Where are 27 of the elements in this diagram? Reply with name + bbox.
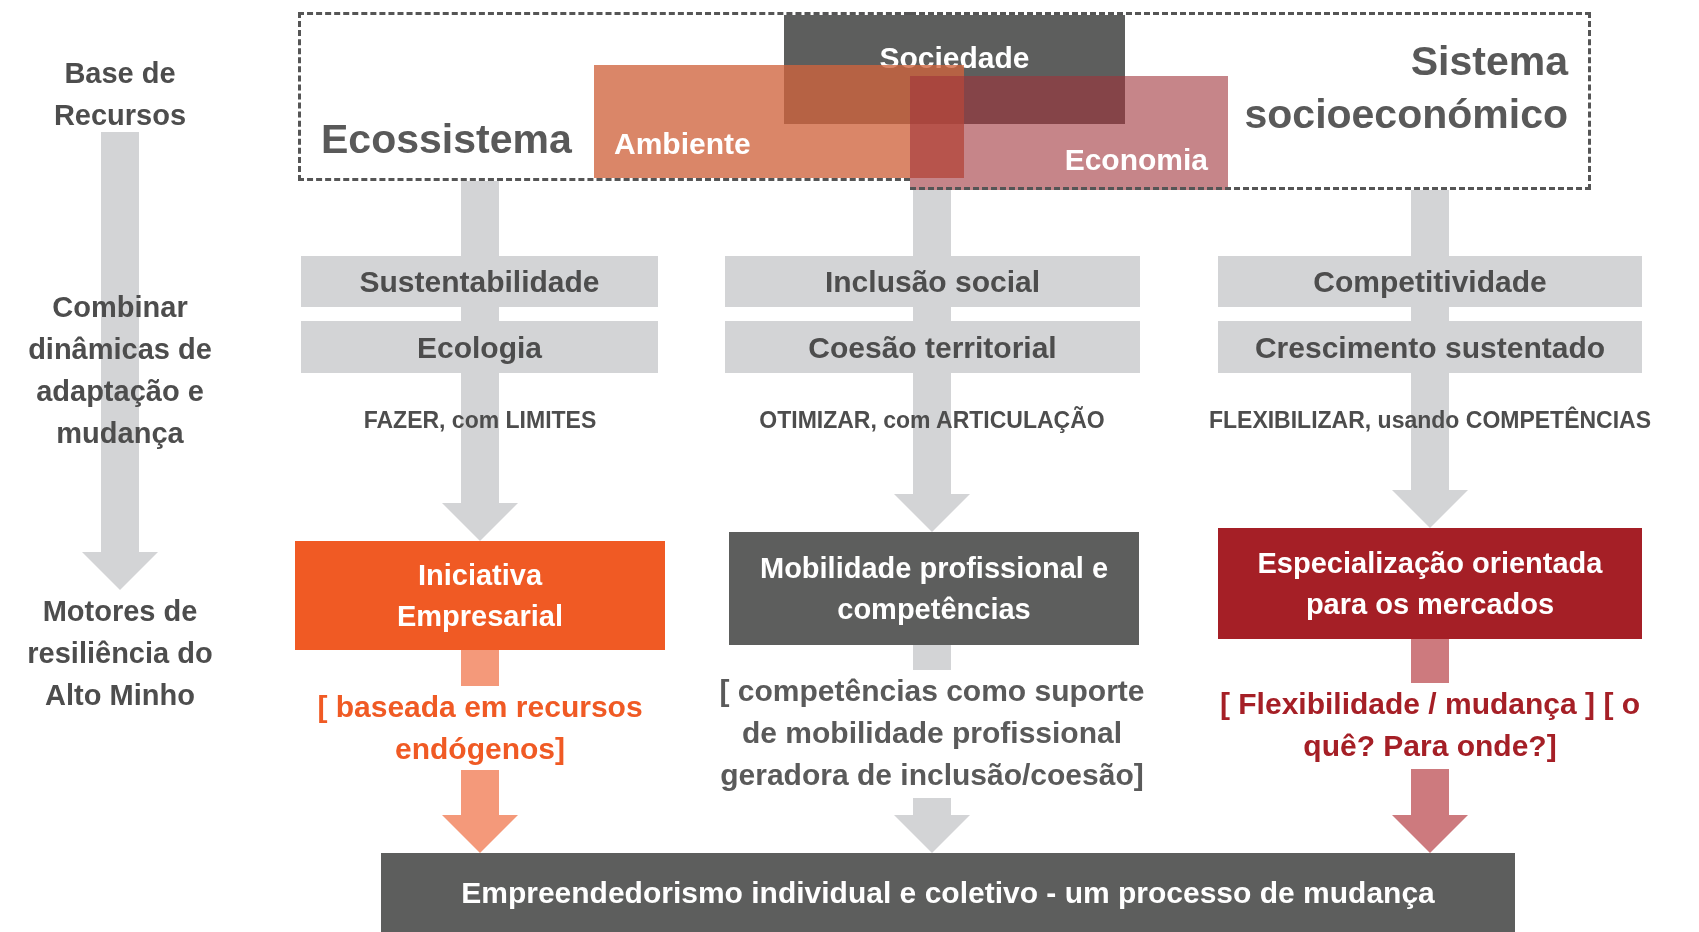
edge-label: FAZER, com LIMITES (362, 407, 598, 435)
process-box: Iniciativa Empresarial (295, 541, 665, 650)
note-text: [ Flexibilidade / mudança ] [ o quê? Para onde?] (1210, 683, 1650, 767)
band-box: Crescimento sustentado (1218, 321, 1642, 373)
result-bar: Empreendedorismo individual e coletivo - um processo de mudança (381, 853, 1515, 932)
block-arrow (442, 373, 518, 541)
band-box: Competitividade (1218, 256, 1642, 307)
note-text: [ baseada em recursos endógenos] (305, 686, 655, 770)
block-arrow (82, 132, 158, 590)
edge-label: FLEXIBILIZAR, usando COMPETÊNCIAS (1207, 407, 1653, 435)
side-label: Motores de resiliência do Alto Minho (5, 590, 235, 717)
band-box: Ecologia (301, 321, 658, 373)
edge-label: OTIMIZAR, com ARTICULAÇÃO (758, 407, 1106, 435)
block-arrow (442, 770, 518, 853)
process-box: Especialização orientada para os mercados (1218, 528, 1642, 639)
translucent-box: Ambiente (594, 65, 964, 178)
side-label: Base de Recursos (10, 52, 230, 137)
block-arrow (894, 798, 970, 853)
process-box: Mobilidade profissional e competências (729, 532, 1139, 645)
block-arrow (894, 373, 970, 532)
band-box: Inclusão social (725, 256, 1140, 307)
block-arrow (1392, 373, 1468, 528)
band-box: Coesão territorial (725, 321, 1140, 373)
band-box: Sustentabilidade (301, 256, 658, 307)
note-text: [ competências como suporte de mobilidade profissional geradora de inclusão/coesão] (712, 670, 1152, 796)
edge-label: Combinar dinâmicas de adaptação e mudança (27, 289, 213, 452)
block-arrow (1392, 769, 1468, 853)
